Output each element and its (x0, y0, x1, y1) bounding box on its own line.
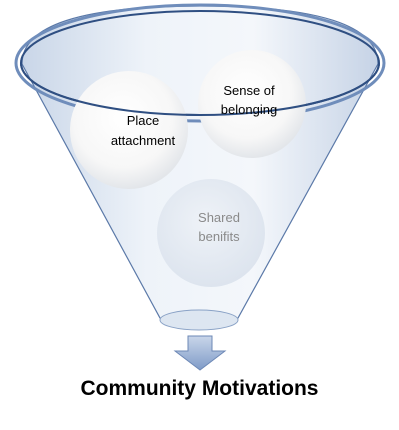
label-belonging-line2: belonging (221, 102, 277, 117)
funnel-rim-front (20, 62, 380, 116)
funnel-spout (159, 309, 239, 331)
ball-sense-of-belonging (198, 50, 306, 158)
label-shared-line2: benifits (198, 229, 240, 244)
ball-place-attachment (70, 71, 188, 189)
label-place-line2: attachment (111, 133, 176, 148)
result-label: Community Motivations (80, 377, 319, 400)
label-belonging-line1: Sense of (223, 83, 275, 98)
funnel-rim-outer (14, 3, 386, 123)
down-arrow-icon (173, 335, 227, 371)
label-place-line1: Place (127, 113, 160, 128)
ball-shared-benefits (157, 179, 265, 287)
label-shared-line1: Shared (198, 210, 240, 225)
